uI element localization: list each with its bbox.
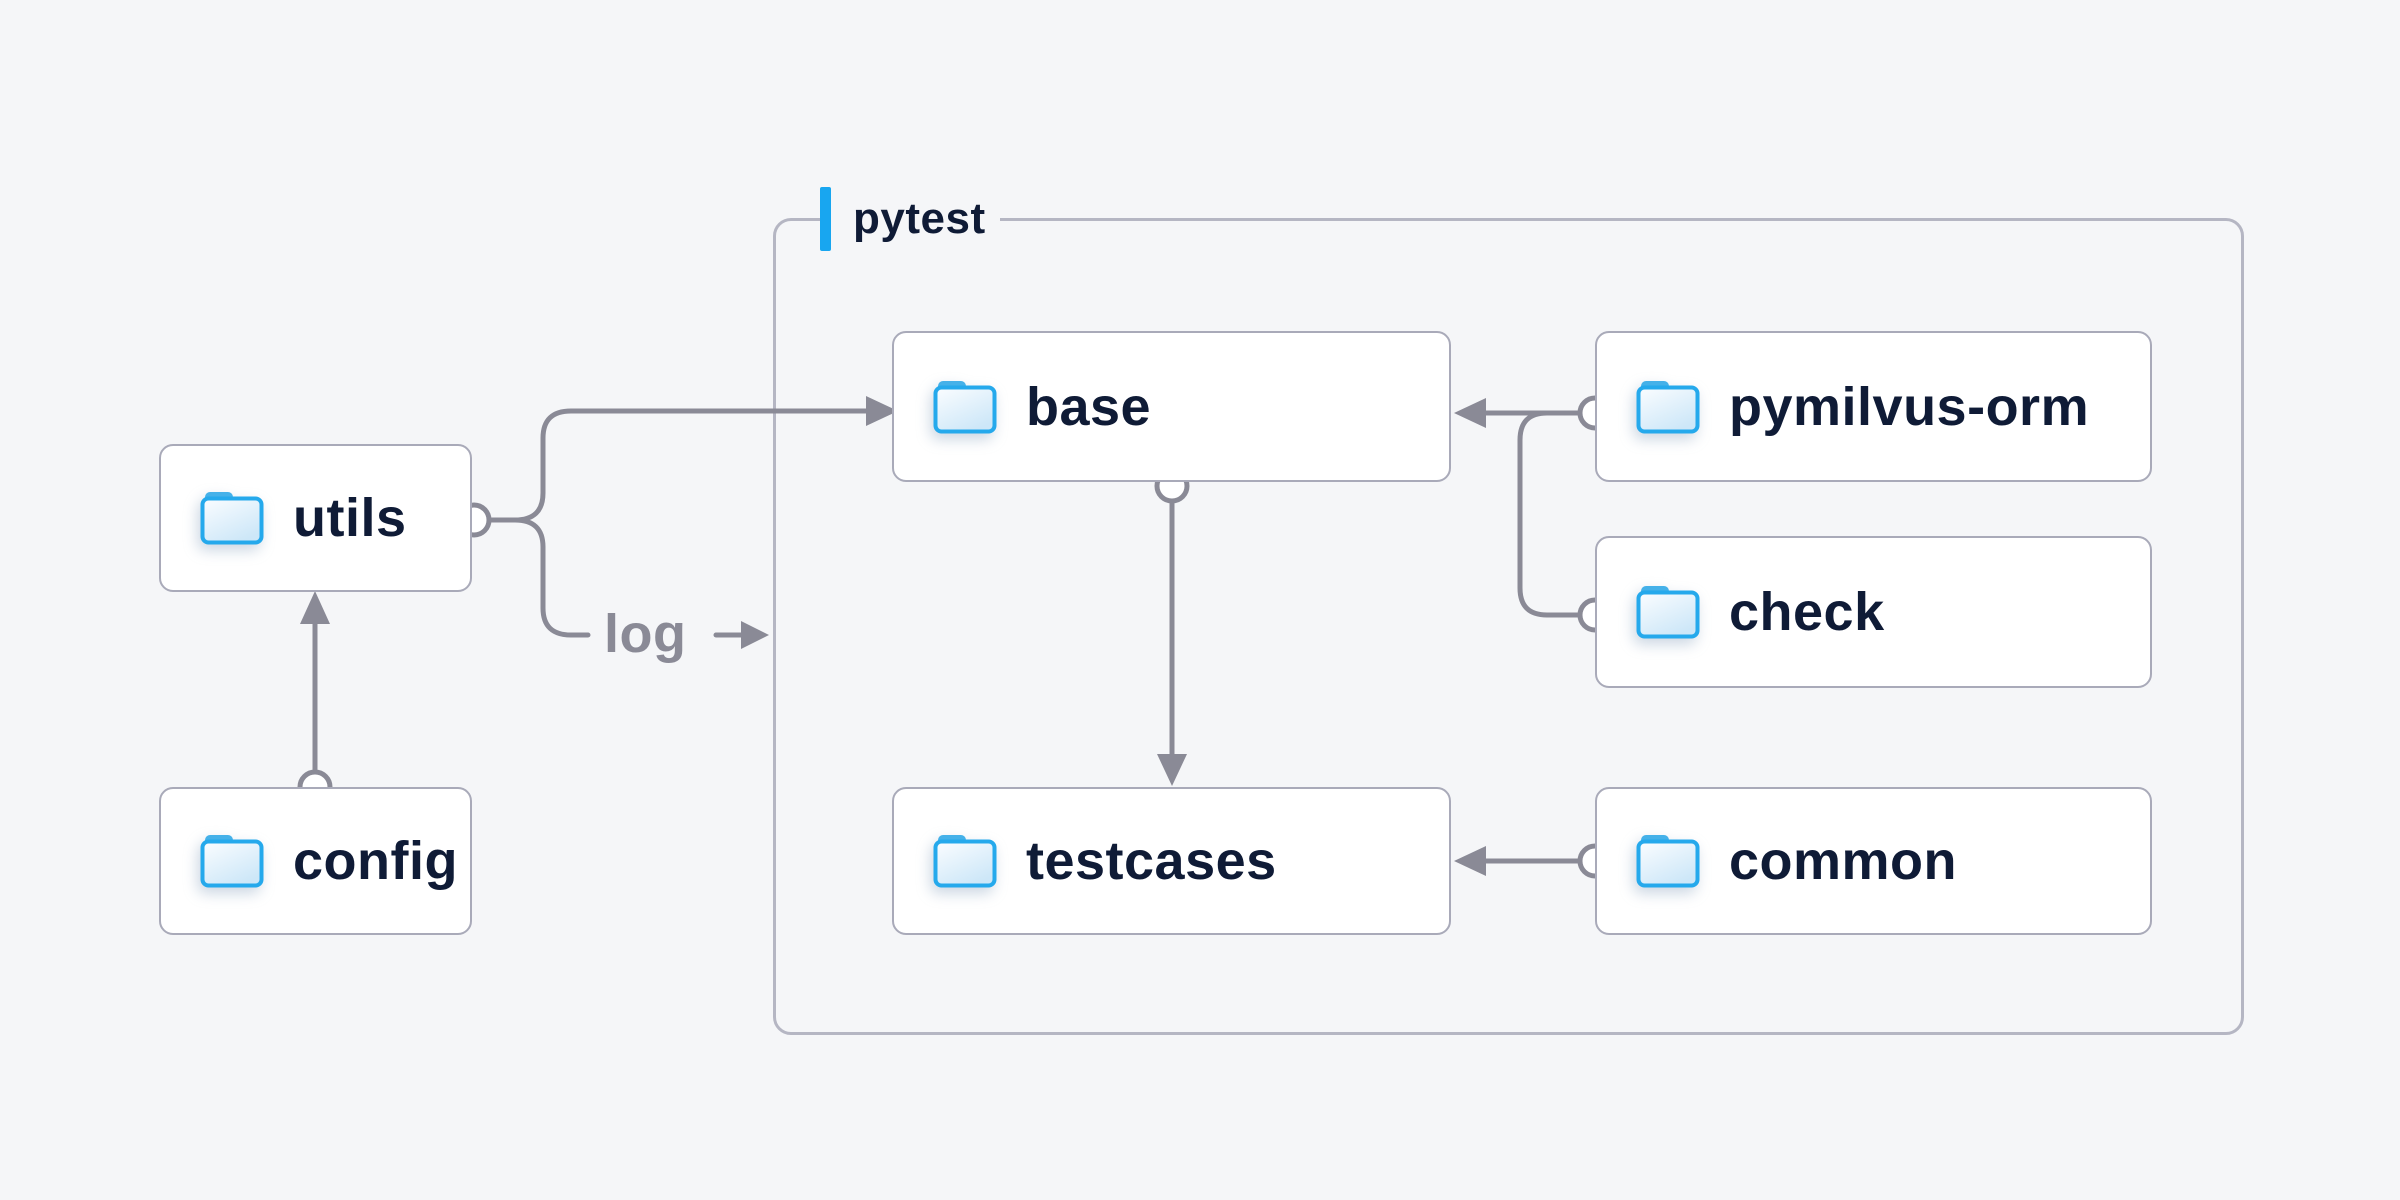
node-check: check: [1595, 536, 2152, 688]
node-label: utils: [293, 488, 407, 548]
folder-icon: [199, 489, 265, 547]
folder-icon: [1635, 832, 1701, 890]
node-utils: utils: [159, 444, 472, 592]
pytest-group-label: pytest: [820, 185, 1000, 253]
group-title: pytest: [853, 194, 986, 243]
pytest-group: [773, 218, 2244, 1035]
arrowhead-up-utils: [300, 591, 330, 624]
folder-icon: [1635, 378, 1701, 436]
node-testcases: testcases: [892, 787, 1451, 935]
node-common: common: [1595, 787, 2152, 935]
node-label: common: [1729, 831, 1958, 891]
arrowhead-left-base: [1454, 398, 1486, 428]
node-config: config: [159, 787, 472, 935]
node-label: base: [1026, 376, 1152, 437]
edge-utils-base: [512, 408, 871, 523]
arrowhead-right-base: [866, 396, 898, 426]
arrowhead-down-testcases: [1157, 754, 1187, 786]
edge-utils-log: [512, 517, 591, 638]
node-base: base: [892, 331, 1451, 482]
node-label: testcases: [1026, 831, 1277, 891]
folder-icon: [1635, 583, 1701, 641]
node-label: config: [293, 831, 458, 891]
node-pymilvus-orm: pymilvus-orm: [1595, 331, 2152, 482]
accent-bar: [820, 187, 831, 251]
edge-label-log: log: [604, 604, 687, 664]
node-label: check: [1729, 582, 1885, 642]
node-label: pymilvus-orm: [1729, 376, 2090, 437]
arrowhead-right-log: [741, 621, 769, 649]
arrowhead-left-testcases: [1454, 846, 1486, 876]
folder-icon: [932, 378, 998, 436]
edge-check-base: [1517, 410, 1581, 618]
folder-icon: [199, 832, 265, 890]
folder-icon: [932, 832, 998, 890]
